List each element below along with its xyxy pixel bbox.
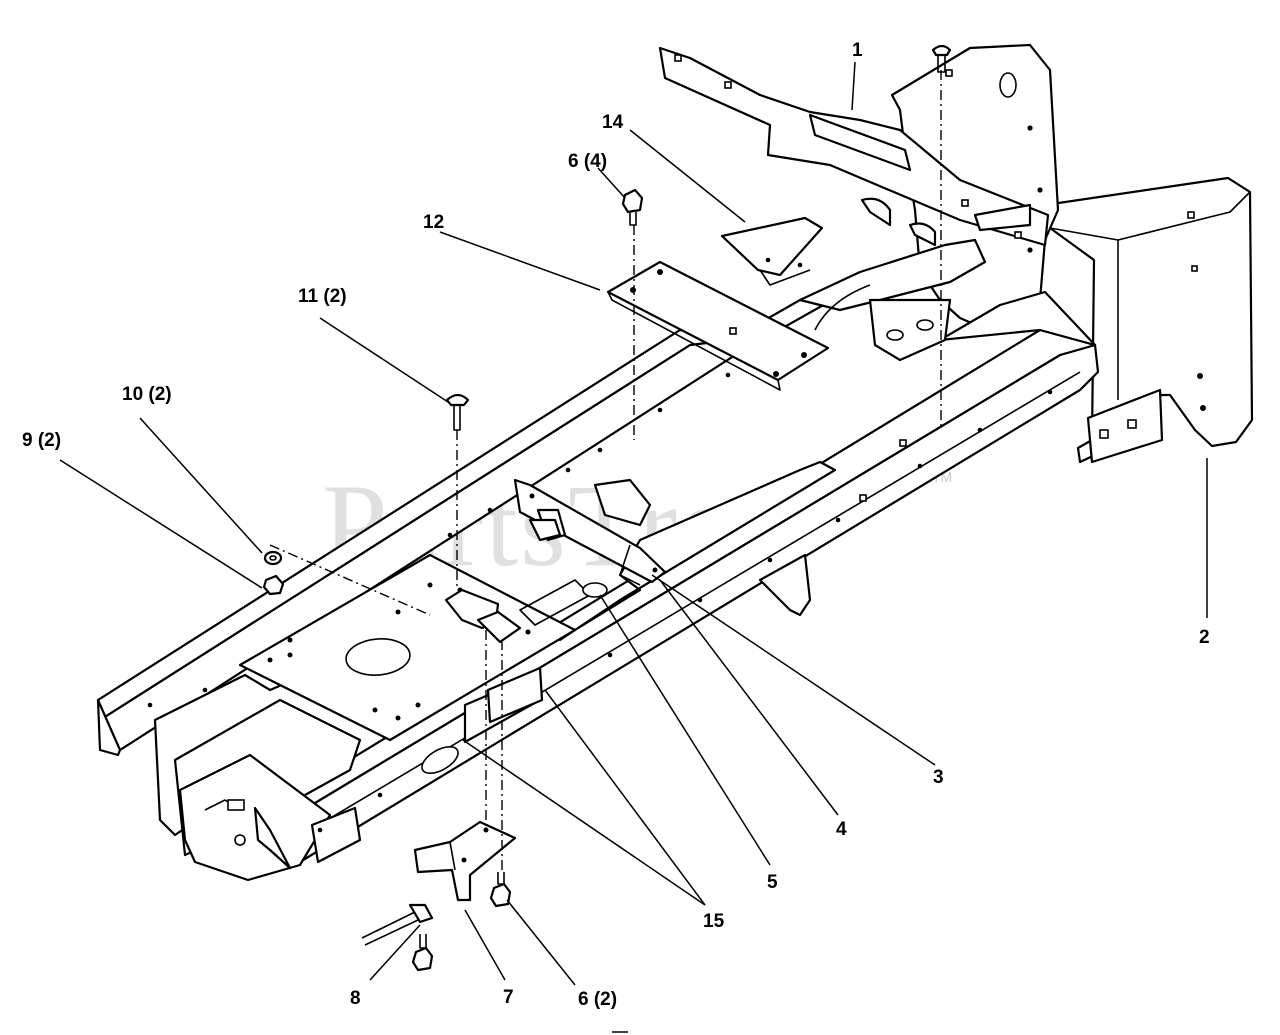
grommet-hole (582, 582, 608, 598)
callout-12[interactable]: 12 (423, 212, 444, 233)
callout-11[interactable]: 11 (2) (298, 286, 347, 307)
part-1-bracket-bar (658, 46, 1050, 247)
callout-7[interactable]: 7 (503, 987, 514, 1008)
rear-fender-plate-right (1043, 176, 1254, 464)
part-7-lower-bracket (413, 820, 517, 902)
mid-rail-bracket (758, 553, 812, 617)
callout-3[interactable]: 3 (933, 767, 944, 788)
callout-6-bottom[interactable]: 6 (2) (578, 989, 617, 1010)
callout-4[interactable]: 4 (836, 819, 847, 840)
center-cross-channel (558, 460, 837, 642)
callout-6-top[interactable]: 6 (4) (568, 151, 607, 172)
callout-1[interactable]: 1 (852, 40, 863, 61)
callout-2[interactable]: 2 (1199, 627, 1210, 648)
mid-rail-clip (528, 518, 562, 542)
bolt-6-bottom (489, 872, 512, 908)
rail-holes (147, 372, 1053, 833)
callout-9[interactable]: 9 (2) (22, 430, 61, 451)
part-12-plate (606, 260, 830, 391)
bolt-11 (445, 393, 470, 431)
callout-8[interactable]: 8 (350, 988, 361, 1009)
part-14-bracket (720, 216, 824, 286)
part-8-clip (361, 903, 434, 946)
bolt-6-top (621, 188, 644, 226)
callout-10[interactable]: 10 (2) (122, 384, 172, 405)
bolt-8 (411, 934, 434, 972)
washer-10 (263, 550, 283, 566)
callouts: 1 2 3 4 5 6 (4) 6 (2) 7 8 9 (2) 10 (2) 1… (22, 40, 1210, 1010)
callout-5[interactable]: 5 (767, 872, 778, 893)
callout-15[interactable]: 15 (703, 911, 725, 932)
main-frame (96, 238, 1100, 882)
nut-9 (262, 574, 285, 596)
callout-14[interactable]: 14 (602, 112, 624, 133)
